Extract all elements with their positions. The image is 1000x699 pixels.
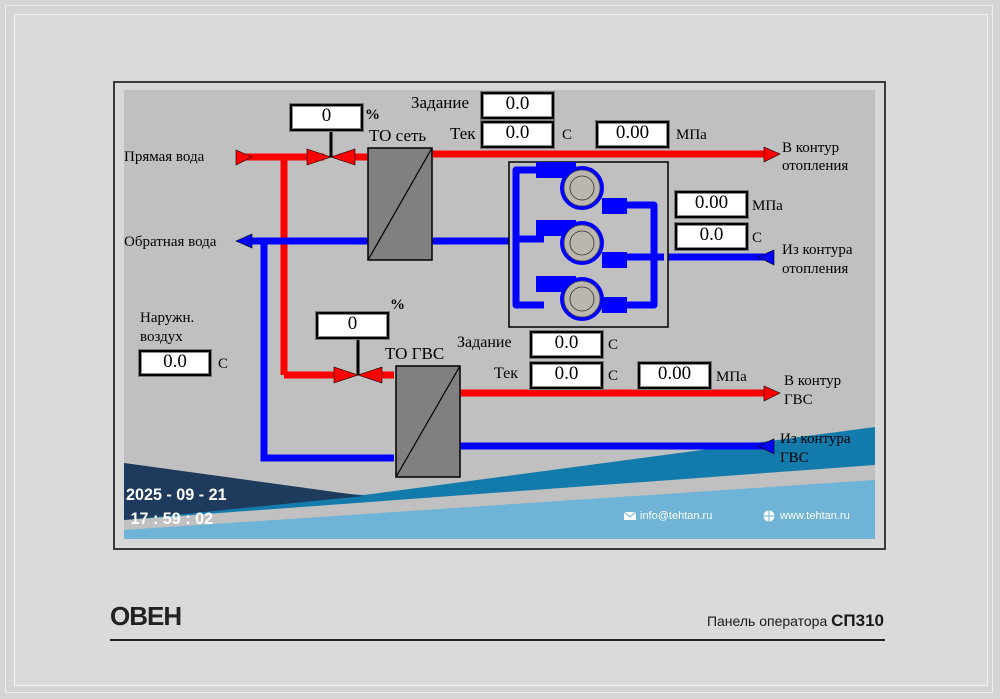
footer-wave-dark: [124, 463, 364, 520]
supply-pipes: [242, 150, 764, 397]
outdoor-air-label-1: Наружн.: [140, 310, 195, 326]
heating-supply-pressure-field[interactable]: 0.00: [595, 120, 670, 149]
dhw-current-label: Тек: [494, 365, 519, 382]
heating-valve-unit: %: [365, 107, 380, 123]
dhw-in-arrow: [757, 438, 775, 455]
to-heating-label-1: В контур: [782, 140, 840, 156]
heat-exchanger-network: [367, 147, 433, 261]
globe-icon: [763, 510, 775, 522]
brand-logo: ОВЕН: [110, 601, 182, 631]
heating-return-pressure-unit: МПа: [752, 198, 783, 214]
hmi-screen: Прямая вода Обратная вода Наружн. воздух…: [124, 90, 875, 539]
panel-label: Панель оператора: [706, 613, 828, 629]
mail-icon: [623, 511, 637, 520]
dhw-current-temp-field[interactable]: 0.0: [529, 361, 604, 390]
hx-dhw-label: ТО ГВС: [385, 344, 445, 363]
pump-group: [508, 161, 669, 328]
pump-3[interactable]: [536, 276, 627, 321]
hx-network-label: ТО сеть: [369, 126, 427, 145]
dhw-out-arrow: [763, 385, 781, 402]
website-link[interactable]: www.tehtan.ru: [780, 510, 850, 522]
divider: [110, 639, 885, 641]
date-display: 2025 - 09 - 21: [126, 485, 227, 504]
email-link[interactable]: info@tehtan.ru: [640, 510, 713, 522]
dhw-setpoint-label: Задание: [457, 334, 512, 351]
heating-return-pressure-field[interactable]: 0.00: [674, 190, 749, 219]
to-dhw-label-2: ГВС: [784, 392, 813, 408]
dhw-current-unit: С: [608, 368, 619, 384]
heating-supply-pressure-unit: МПа: [676, 127, 707, 143]
supply-inlet-arrow: [235, 149, 253, 166]
heating-current-label: Тек: [450, 124, 476, 143]
return-water-label: Обратная вода: [124, 234, 217, 250]
heating-valve-percent-field[interactable]: 0: [289, 103, 364, 132]
heating-out-arrow: [763, 146, 781, 163]
dhw-valve-percent-field[interactable]: 0: [315, 311, 390, 340]
from-heating-label-2: отопления: [782, 261, 849, 277]
outdoor-temp-field[interactable]: 0.0: [138, 349, 212, 377]
footer-wave-light: [124, 480, 875, 539]
from-dhw-label-2: ГВС: [780, 450, 809, 466]
heating-return-temp-unit: С: [752, 230, 763, 246]
from-dhw-label-1: Из контура: [780, 431, 851, 447]
dhw-setpoint-unit: С: [608, 337, 619, 353]
heating-setpoint-field[interactable]: 0.0: [480, 91, 555, 120]
return-pipe-dhw: [260, 241, 394, 462]
device-bezel: [5, 5, 993, 693]
heating-current-temp-field[interactable]: 0.0: [480, 120, 555, 149]
heating-current-unit: С: [562, 127, 573, 143]
panel-name: Панель оператора СП310: [707, 612, 884, 630]
dhw-setpoint-field[interactable]: 0.0: [529, 330, 604, 359]
dhw-valve-unit: %: [390, 297, 405, 313]
heating-return-temp-field[interactable]: 0.0: [674, 222, 749, 251]
dhw-pressure-unit: МПа: [716, 369, 747, 385]
panel-model: СП310: [831, 611, 884, 630]
heating-setpoint-label: Задание: [411, 93, 469, 112]
heating-in-arrow: [757, 249, 775, 266]
heating-valve[interactable]: [306, 129, 356, 166]
return-outlet-arrow: [235, 233, 253, 249]
pump-2[interactable]: [536, 220, 627, 268]
supply-water-label: Прямая вода: [124, 149, 205, 165]
heat-exchanger-dhw: [395, 365, 461, 478]
outdoor-air-label-2: воздух: [140, 329, 183, 345]
pump-1[interactable]: [536, 162, 627, 214]
process-diagram: [124, 129, 875, 539]
to-dhw-label-1: В контур: [784, 373, 842, 389]
dhw-pressure-field[interactable]: 0.00: [637, 361, 712, 390]
dhw-valve[interactable]: [333, 340, 383, 384]
return-pipes: [252, 237, 764, 462]
from-heating-label-1: Из контура: [782, 242, 853, 258]
time-display: 17 : 59 : 02: [126, 509, 214, 528]
to-heating-label-2: отопления: [782, 158, 849, 174]
outdoor-temp-unit: С: [218, 356, 229, 372]
